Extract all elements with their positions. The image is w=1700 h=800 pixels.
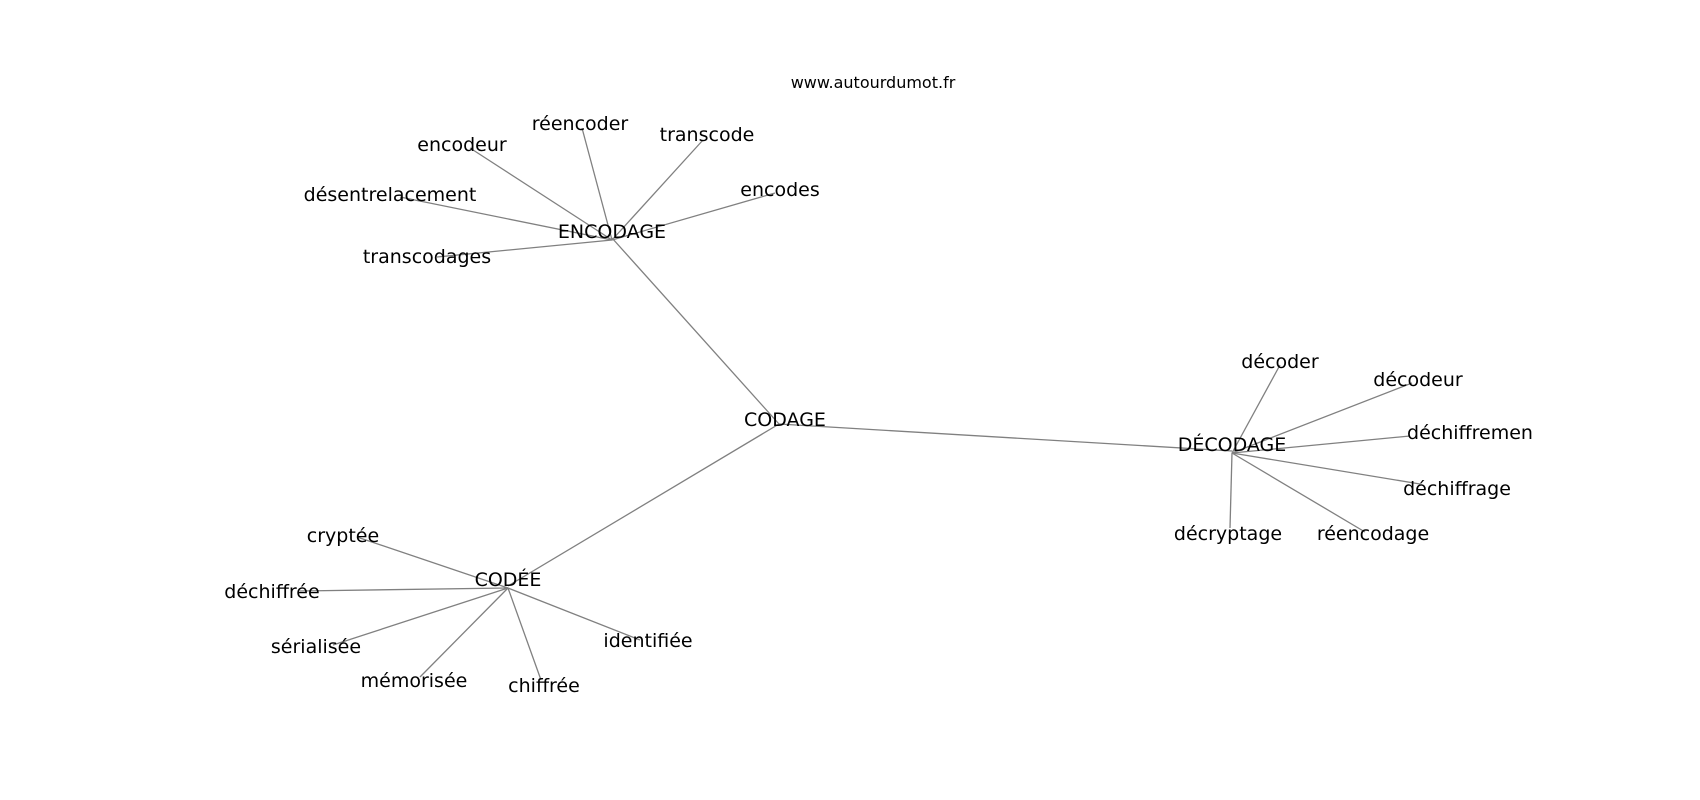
edge-decodage-leaf <box>1231 452 1421 485</box>
node-leaf: réencoder <box>532 113 629 135</box>
edge-decodage-leaf <box>1231 435 1411 454</box>
node-leaf: désentrelacement <box>304 184 477 206</box>
edge-codee-leaf <box>507 587 542 681</box>
edge-codee-leaf <box>332 587 509 646</box>
edge-encodage-leaf <box>581 127 613 241</box>
edge-encodage-leaf <box>436 239 613 258</box>
node-leaf: déchiffrage <box>1403 478 1511 500</box>
node-leaf: mémorisée <box>361 670 468 692</box>
node-leaf: identifiée <box>603 630 692 652</box>
edge-decodage-leaf <box>1231 364 1281 454</box>
node-leaf: encodes <box>740 179 819 201</box>
source-watermark: www.autourdumot.fr <box>791 73 956 92</box>
edge-center-encodage <box>611 237 780 425</box>
edge-codee-leaf <box>507 587 641 641</box>
edge-encodage-leaf <box>469 147 613 241</box>
node-leaf: sérialisée <box>271 636 361 658</box>
node-leaf: déchiffrée <box>224 581 319 603</box>
edge-decodage-leaf <box>1231 452 1366 533</box>
node-leaf: transcodages <box>363 246 491 268</box>
node-decodage: DÉCODAGE <box>1178 433 1287 456</box>
node-leaf: décryptage <box>1174 523 1282 545</box>
edge-encodage-leaf <box>611 139 704 241</box>
edge-center-codee <box>507 423 780 587</box>
edge-decodage-leaf <box>1229 452 1233 529</box>
node-encodage: ENCODAGE <box>558 221 666 243</box>
node-leaf: transcode <box>660 124 755 146</box>
node-leaf: cryptée <box>307 525 379 547</box>
labels-layer: CODAGE ENCODAGE encodeur réencoder transcode… <box>224 113 1533 697</box>
node-leaf: chiffrée <box>508 675 580 697</box>
edge-codee-leaf <box>356 536 509 589</box>
node-codee: CODÉE <box>475 568 542 591</box>
edge-encodage-leaf <box>611 192 776 241</box>
node-leaf: décoder <box>1241 351 1319 373</box>
node-leaf: décodeur <box>1373 369 1463 391</box>
edge-codee-leaf <box>299 587 509 592</box>
node-leaf: réencodage <box>1317 523 1429 545</box>
edge-decodage-leaf <box>1231 382 1413 454</box>
edge-center-decodage <box>778 423 1233 452</box>
edge-encodage-leaf <box>399 196 613 241</box>
edges-layer <box>299 127 1421 681</box>
node-codage: CODAGE <box>744 409 826 431</box>
node-leaf: encodeur <box>417 134 507 156</box>
node-leaf: déchiffremen <box>1407 422 1533 444</box>
edge-codee-leaf <box>419 587 509 678</box>
